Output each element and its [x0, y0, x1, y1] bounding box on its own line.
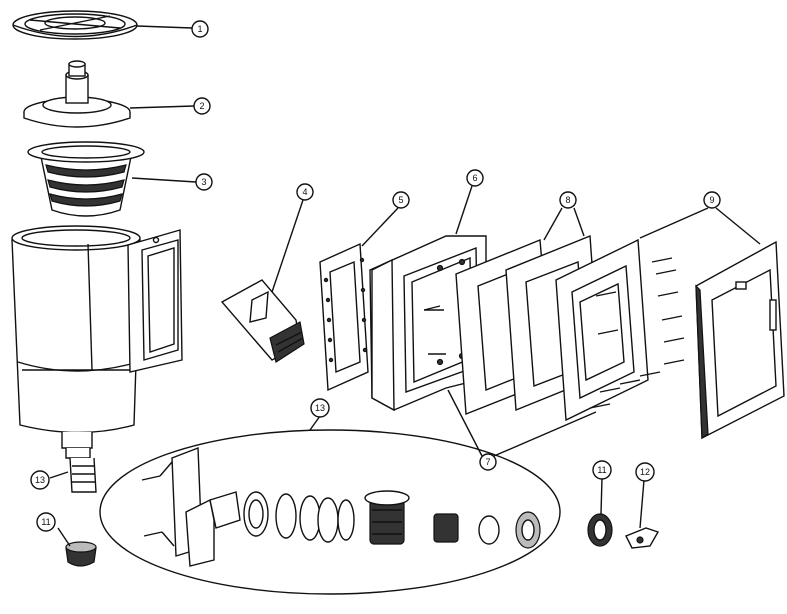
- callout-11-left: 11: [36, 512, 56, 532]
- part-nipple: [433, 511, 541, 549]
- callout-3-label: 3: [201, 177, 206, 187]
- callout-1-label: 1: [197, 24, 202, 34]
- callout-11-right-label: 11: [597, 465, 606, 475]
- callout-7: 7: [479, 453, 497, 471]
- part-gasket-5: [319, 242, 369, 392]
- part-basket: [27, 141, 145, 217]
- part-plug-right: [587, 513, 613, 547]
- leader-lines: [49, 25, 761, 547]
- part-rings: [243, 491, 355, 543]
- callout-11-left-label: 11: [41, 517, 50, 527]
- part-mounting-frame: [555, 238, 649, 422]
- part-deck-lid: [12, 10, 138, 40]
- callout-3: 3: [195, 173, 213, 191]
- callout-9: 9: [703, 191, 721, 209]
- part-group-13: [99, 429, 561, 595]
- callout-2-label: 2: [199, 101, 204, 111]
- part-faceplate: [695, 240, 785, 440]
- callout-6-label: 6: [472, 173, 477, 183]
- part-wall-fitting: [141, 446, 241, 567]
- callout-2: 2: [193, 97, 211, 115]
- callout-1: 1: [191, 20, 209, 38]
- callout-13-left-label: 13: [35, 475, 45, 485]
- callout-8: 8: [559, 191, 577, 209]
- callout-4-label: 4: [302, 187, 307, 197]
- callout-11-right: 11: [592, 460, 612, 480]
- screws: [423, 257, 685, 409]
- callout-4: 4: [296, 183, 314, 201]
- callout-13-group-label: 13: [315, 403, 325, 413]
- part-key: [625, 527, 660, 549]
- part-adapter: [364, 490, 410, 545]
- callout-13-group: 13: [310, 398, 330, 418]
- callout-6: 6: [466, 169, 484, 187]
- callout-5: 5: [392, 191, 410, 209]
- callout-8-label: 8: [565, 195, 570, 205]
- part-skimmer-body: [11, 225, 183, 493]
- callout-9-label: 9: [709, 195, 714, 205]
- callout-7-label: 7: [485, 457, 490, 467]
- callout-13-left: 13: [30, 470, 50, 490]
- callout-12: 12: [635, 462, 655, 482]
- part-vacuum-plate: [23, 60, 131, 128]
- callout-5-label: 5: [398, 195, 403, 205]
- callout-12-label: 12: [640, 467, 650, 477]
- part-weir: [220, 279, 305, 363]
- part-plug-left: [65, 541, 97, 567]
